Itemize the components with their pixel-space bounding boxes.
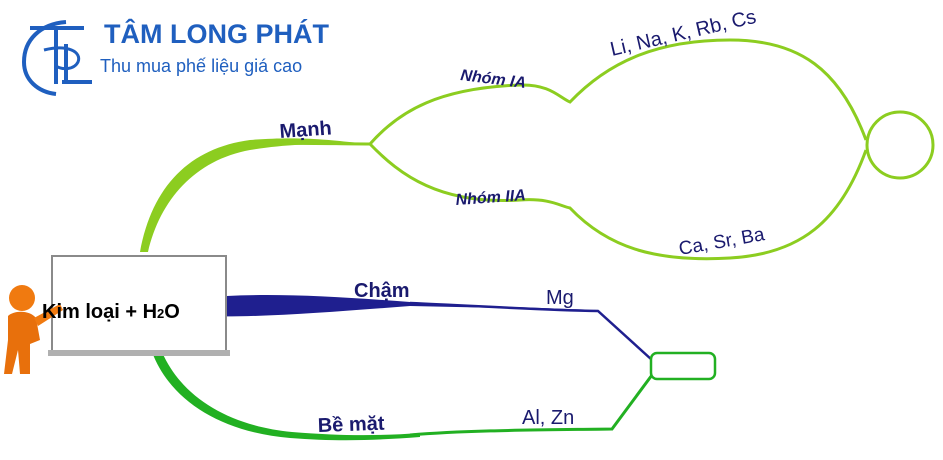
slow-branch-wedge — [200, 295, 600, 317]
strong-branch-line — [239, 141, 371, 147]
group-iia-label: Nhóm IIA — [455, 187, 526, 209]
tl-logo-icon — [21, 20, 92, 96]
strong-label: Mạnh — [279, 117, 333, 143]
center-board-tray — [48, 350, 230, 356]
end-box — [649, 351, 717, 381]
surface-metals-label: Al, Zn — [522, 407, 574, 429]
group-ia-curve — [368, 38, 868, 145]
center-board — [51, 255, 227, 355]
ia-metals-label: Li, Na, K, Rb, Cs — [608, 6, 758, 61]
presenter-figure-icon — [4, 285, 63, 374]
center-label: Kim loại + H2O — [42, 301, 180, 323]
surface-branch-trunk — [152, 352, 420, 441]
brand-tagline: Thu mua phế liệu giá cao — [100, 56, 302, 76]
slow-label: Chậm — [354, 280, 410, 302]
strong-branch-trunk — [140, 138, 370, 252]
slow-metals-label: Mg — [546, 287, 574, 309]
brand-name: TÂM LONG PHÁT — [104, 18, 329, 49]
slow-branch-line — [409, 301, 653, 361]
end-circle — [865, 110, 935, 180]
surface-branch-line — [409, 374, 654, 437]
surface-label: Bề mặt — [317, 413, 385, 437]
group-iia-curve — [368, 142, 868, 261]
